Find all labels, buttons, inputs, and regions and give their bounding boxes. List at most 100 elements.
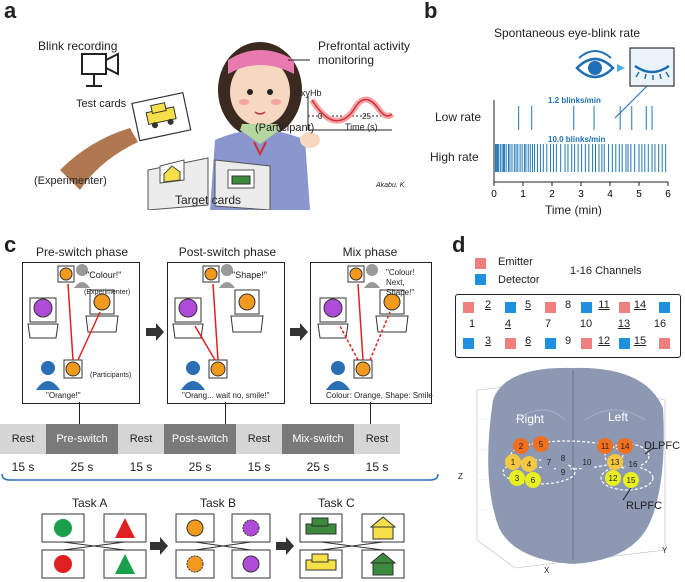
speech-post-bottom: "Orang... wait no, smile!" <box>182 391 270 400</box>
panel-letter-a: a <box>4 0 17 23</box>
prefrontal-label: Prefrontal activity monitoring <box>318 39 411 67</box>
brain-3d-plot <box>476 367 666 569</box>
timeline-segment-rest: Rest <box>354 424 400 454</box>
axis-z-label: Z <box>458 472 463 481</box>
dlpfc-label: DLPFC <box>644 440 681 452</box>
channel-table <box>455 294 681 358</box>
brain-channel-dot: 15 <box>623 472 639 488</box>
target-box-left <box>147 157 209 210</box>
role-experimenter: (Experimenter) <box>84 289 131 296</box>
high-rate-label: High rate <box>430 150 479 164</box>
timeline-duration: 25 s <box>306 460 330 474</box>
brain-channel-dot: 14 <box>617 438 633 454</box>
brain-channel-dot: 4 <box>521 456 537 472</box>
emitter-square <box>581 338 592 349</box>
timeline-segment-rest: Rest <box>236 424 282 454</box>
brain-channel-dot: 1 <box>505 454 521 470</box>
detector-square <box>505 302 516 313</box>
blink-xlabel: Time (min) <box>545 203 602 217</box>
emitter-legend-label: Emitter <box>498 256 533 268</box>
brain-channel-dot: 7 <box>541 454 557 470</box>
emitter-legend-swatch <box>475 258 486 269</box>
x-tick-label: 4 <box>607 189 613 200</box>
panel-letter-d: d <box>452 232 466 257</box>
brain-channel-dot: 11 <box>597 438 613 454</box>
brain-channel-dot: 9 <box>555 464 571 480</box>
speech-post-top: "Shape!" <box>232 270 267 280</box>
brain-channel-dot: 8 <box>555 450 571 466</box>
channel-number: 3 <box>484 335 492 347</box>
role-participants: (Participants) <box>90 372 132 379</box>
speech-mix-top: "Colour! Next, Shape!" <box>386 268 415 297</box>
oxyhb-time-label: Time (s) <box>345 122 378 132</box>
emitter-square <box>505 338 516 349</box>
channel-number: 10 <box>579 318 593 330</box>
camera-icon <box>81 52 119 87</box>
signature: Akabu. K <box>376 182 405 189</box>
speech-pre-bottom: "Orange!" <box>46 391 81 400</box>
test-cards-label: Test cards <box>76 98 127 110</box>
task-a-label: Task A <box>72 496 108 510</box>
rlpfc-label: RLPFC <box>626 500 663 512</box>
channel-number: 4 <box>504 318 512 330</box>
x-tick-label: 2 <box>549 189 555 200</box>
experimenter-label: (Experimenter) <box>34 175 107 187</box>
brain-channel-dot: 13 <box>607 454 623 470</box>
task-c-cards <box>299 513 405 579</box>
detector-square <box>619 338 630 349</box>
connector-mix <box>370 402 371 424</box>
channel-number: 9 <box>564 335 572 347</box>
blink-title: Spontaneous eye-blink rate <box>494 26 641 40</box>
channel-number: 2 <box>484 299 492 311</box>
panel-letter-c: c <box>4 232 17 257</box>
detector-square <box>463 338 474 349</box>
timeline-duration: 15 s <box>11 460 35 474</box>
task-b-label: Task B <box>200 496 237 510</box>
timeline-segment-mix-switch: Mix-switch <box>282 424 354 454</box>
detector-legend-label: Detector <box>498 274 540 286</box>
axis-x-label: X <box>544 566 550 575</box>
emitter-square <box>619 302 630 313</box>
closed-eye-icon <box>634 64 670 80</box>
brain-channel-dot: 5 <box>533 436 549 452</box>
timeline-segment-rest: Rest <box>0 424 46 454</box>
channel-number: 5 <box>524 299 532 311</box>
detector-square <box>581 302 592 313</box>
phase-illustrations <box>27 263 409 391</box>
oxyhb-plot <box>307 96 395 131</box>
channels-label: 1-16 Channels <box>570 265 642 277</box>
participant-label: (Participant) <box>255 122 315 134</box>
connector-pre <box>79 402 80 424</box>
x-tick-label: 0 <box>491 189 497 200</box>
blink-recording-label: Blink recording <box>38 39 118 53</box>
task-c-label: Task C <box>318 496 355 510</box>
axis-y-label: Y <box>662 546 668 555</box>
channel-number: 1 <box>468 318 476 330</box>
channel-number: 11 <box>598 299 610 311</box>
eye-icons <box>575 47 675 119</box>
channel-number: 6 <box>524 335 532 347</box>
brain-channel-dot: 12 <box>605 470 621 486</box>
brain-channel-dot: 3 <box>509 470 525 486</box>
detector-legend-swatch <box>475 274 486 285</box>
emitter-square <box>659 338 670 349</box>
timeline-duration: 15 s <box>247 460 271 474</box>
panel-a-illustration <box>60 42 395 210</box>
timeline-duration: 25 s <box>70 460 94 474</box>
oxyhb-tick-25: 25 <box>362 112 371 121</box>
phase-title-pre: Pre-switch phase <box>35 245 129 259</box>
timeline-segment-pre-switch: Pre-switch <box>46 424 118 454</box>
brain-channel-dot: 2 <box>513 438 529 454</box>
speech-pre-top: "Colour!" <box>86 270 122 280</box>
channel-number: 7 <box>544 318 552 330</box>
channel-number: 16 <box>653 318 667 330</box>
left-hemisphere-label: Left <box>608 410 629 424</box>
x-tick-label: 3 <box>578 189 584 200</box>
x-tick-label: 5 <box>636 189 642 200</box>
channel-number: 15 <box>633 335 647 347</box>
phase-title-mix: Mix phase <box>342 245 398 259</box>
